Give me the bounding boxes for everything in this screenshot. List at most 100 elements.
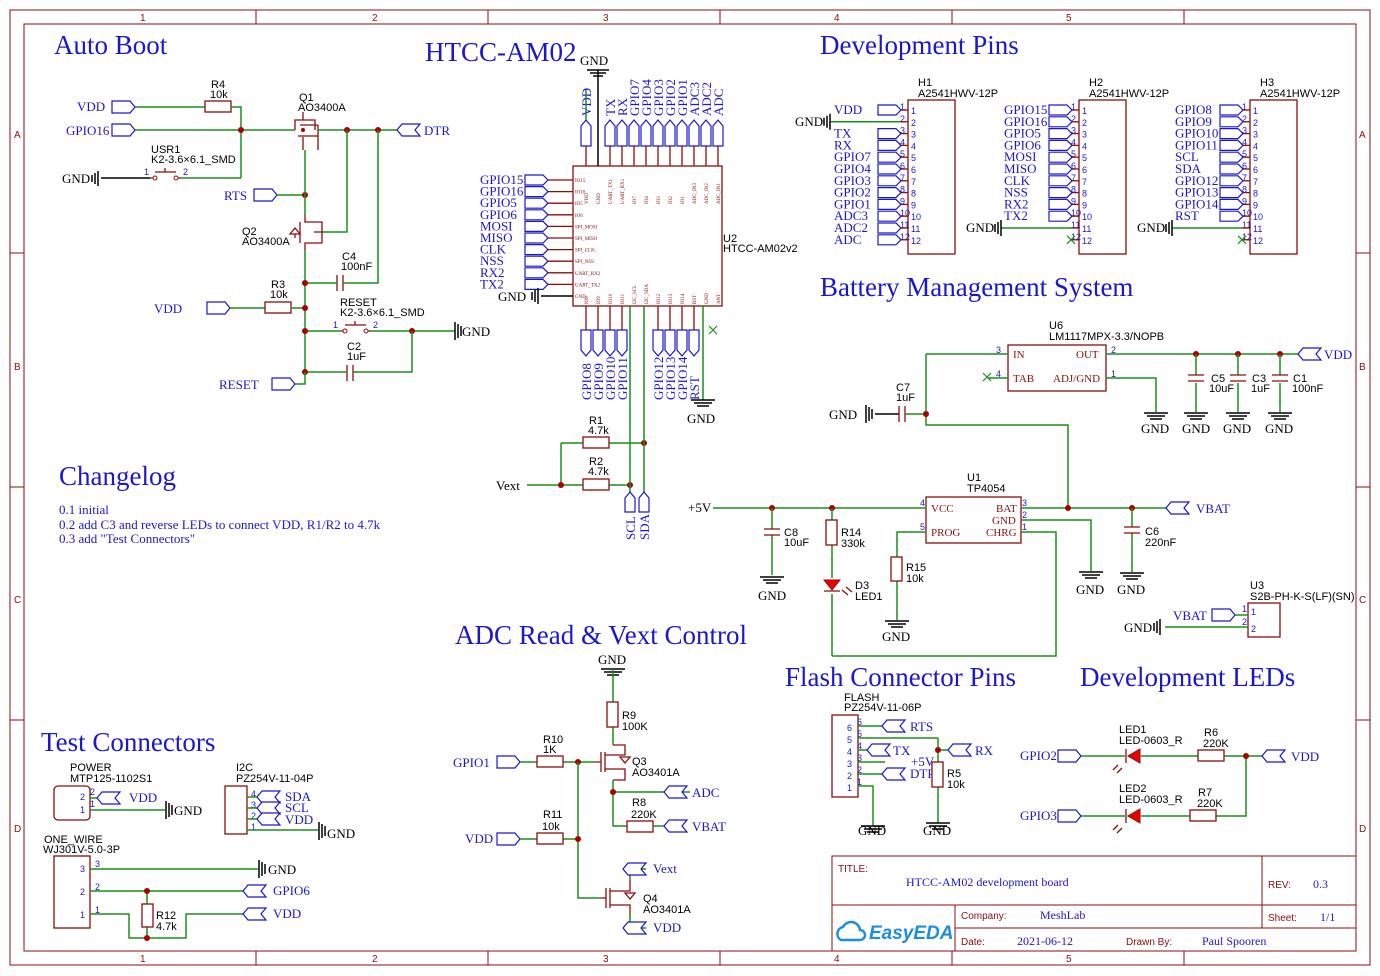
svg-text:3: 3 bbox=[95, 859, 100, 869]
header-net-label: MISO bbox=[1004, 161, 1037, 176]
col-label: 4 bbox=[834, 13, 840, 24]
q4-value: AO3401A bbox=[643, 904, 691, 916]
rev-value: 0.3 bbox=[1313, 877, 1328, 891]
header-pin-number: 4 bbox=[1071, 137, 1076, 147]
header-pin-number: 7 bbox=[900, 173, 905, 183]
header-pin-number: 3 bbox=[1242, 126, 1247, 136]
company-value: MeshLab bbox=[1040, 908, 1085, 922]
header-net-label: GPIO15 bbox=[1004, 102, 1047, 117]
row-label: C bbox=[14, 595, 21, 606]
header-net-label: TX bbox=[834, 126, 852, 141]
svg-text:5: 5 bbox=[920, 522, 925, 532]
battery-connector-u3 bbox=[1247, 602, 1281, 638]
net-label-dtr: DTR bbox=[910, 766, 936, 781]
u2-left-pin-label: UART_TX2 bbox=[575, 283, 600, 288]
u2-top-net-label: ADC3 bbox=[687, 82, 702, 116]
u2-top-net-label: GPIO7 bbox=[627, 79, 642, 116]
header-body bbox=[1078, 99, 1127, 255]
col-label: 3 bbox=[603, 954, 609, 965]
led2-ref: LED2 bbox=[1119, 783, 1147, 795]
net-label-gnd: GND bbox=[882, 629, 910, 644]
net-label-gpio6: GPIO6 bbox=[273, 883, 310, 898]
col-label: 1 bbox=[140, 954, 146, 965]
u2-top-net-label: GPIO3 bbox=[651, 79, 666, 116]
svg-text:2: 2 bbox=[857, 765, 862, 775]
power-value: MTP125-1102S1 bbox=[70, 773, 152, 785]
svg-text:1: 1 bbox=[847, 783, 852, 793]
svg-text:4: 4 bbox=[920, 498, 925, 508]
header-pin-number: 4 bbox=[1253, 141, 1258, 151]
power-connector-body bbox=[53, 785, 91, 821]
header-net-label: MOSI bbox=[1004, 149, 1037, 164]
usr1-ref: USR1 bbox=[151, 144, 180, 156]
changelog-line: 0.1 initial bbox=[59, 502, 109, 517]
net-label-vdd: VDD bbox=[653, 920, 681, 935]
r6-ref: R6 bbox=[1204, 727, 1218, 739]
u2-left-pin-label: GND bbox=[575, 295, 586, 300]
company-label: Company: bbox=[961, 911, 1007, 922]
header-pin-number: 2 bbox=[911, 118, 916, 128]
header-pin-number: 1 bbox=[911, 106, 916, 116]
header-net-label: RX2 bbox=[1004, 196, 1029, 211]
i2c-header-body bbox=[224, 785, 248, 835]
svg-text:2: 2 bbox=[183, 167, 188, 177]
header-pin-number: 2 bbox=[1253, 118, 1258, 128]
net-label-gnd: GND bbox=[62, 171, 90, 186]
net-label-gnd: GND bbox=[758, 588, 786, 603]
u2-bottom-net-label: GPIO12 bbox=[651, 357, 666, 400]
u2-bottom-net-label: GPIO14 bbox=[675, 356, 690, 400]
u6-pin-out: OUT bbox=[1076, 349, 1099, 361]
r9-value: 100K bbox=[622, 721, 648, 733]
r7-value: 220K bbox=[1197, 798, 1223, 810]
svg-text:2: 2 bbox=[1022, 510, 1027, 520]
svg-text:3: 3 bbox=[857, 753, 862, 763]
header-net-label: ADC2 bbox=[834, 220, 868, 235]
header-pin-number: 9 bbox=[1253, 200, 1258, 210]
header-pin-number: 7 bbox=[1082, 177, 1087, 187]
u2-bottom-pin-label: IO13 bbox=[669, 293, 674, 304]
changelog-line: 0.2 add C3 and reverse LEDs to connect V… bbox=[59, 517, 381, 532]
u2-bottom-pin-label: IO11 bbox=[621, 293, 626, 304]
header-value: A2541HWV-12P bbox=[1089, 88, 1169, 100]
net-label-gnd: GND bbox=[268, 862, 296, 877]
header-net-label: GPIO3 bbox=[834, 173, 871, 188]
q3-ref: Q3 bbox=[632, 756, 647, 768]
flash-value: PZ254V-11-06P bbox=[844, 702, 921, 714]
adc-vext-circuit: GND R9 100K Q3 AO3401A GPIO1 R10 1K ADC … bbox=[453, 652, 726, 935]
r12-value: 4.7k bbox=[156, 921, 177, 933]
net-label-gnd: GND bbox=[923, 823, 951, 838]
reset-value: K2-3.6×6.1_SMD bbox=[340, 307, 425, 319]
u1-pin-bat: BAT bbox=[996, 503, 1017, 515]
header-net-label: NSS bbox=[1004, 185, 1028, 200]
u6-ref: U6 bbox=[1049, 320, 1063, 332]
mosfet-q2 bbox=[288, 215, 323, 250]
header-net-label: GPIO4 bbox=[834, 161, 871, 176]
header-net-label: GPIO7 bbox=[834, 149, 871, 164]
header-net-label: GPIO2 bbox=[834, 185, 871, 200]
resistor-r7 bbox=[1189, 809, 1217, 822]
header-pin-number: 6 bbox=[911, 165, 916, 175]
header-net-label: GPIO9 bbox=[1175, 114, 1212, 129]
flash-connector: FLASH PZ254V-11-06P 654 321 654 321 RTS … bbox=[831, 692, 994, 838]
header-net-label: SCL bbox=[1175, 149, 1199, 164]
regulator-u6 bbox=[1007, 344, 1107, 392]
u2-bottom-pin-label: IO9 bbox=[597, 296, 602, 304]
net-label-vext: Vext bbox=[496, 478, 520, 493]
r4-value: 10k bbox=[210, 89, 228, 101]
net-label-gnd: GND bbox=[1223, 421, 1251, 436]
net-label-gpio2: GPIO2 bbox=[1020, 748, 1057, 763]
header-pin-number: 1 bbox=[1071, 102, 1076, 112]
header-pin-number: 9 bbox=[1082, 200, 1087, 210]
c3-ref: C3 bbox=[1252, 373, 1266, 385]
resistor-r6 bbox=[1197, 749, 1225, 762]
net-label-gnd: GND bbox=[1117, 582, 1145, 597]
net-label-vdd: VDD bbox=[154, 301, 182, 316]
header-body bbox=[907, 99, 956, 255]
resistor-r2 bbox=[582, 478, 610, 491]
r3-ref: R3 bbox=[271, 279, 285, 291]
col-label: 4 bbox=[834, 954, 840, 965]
net-label-vbat: VBAT bbox=[1173, 608, 1207, 623]
section-title-bms: Battery Management System bbox=[820, 272, 1133, 302]
row-label: B bbox=[1359, 362, 1366, 373]
